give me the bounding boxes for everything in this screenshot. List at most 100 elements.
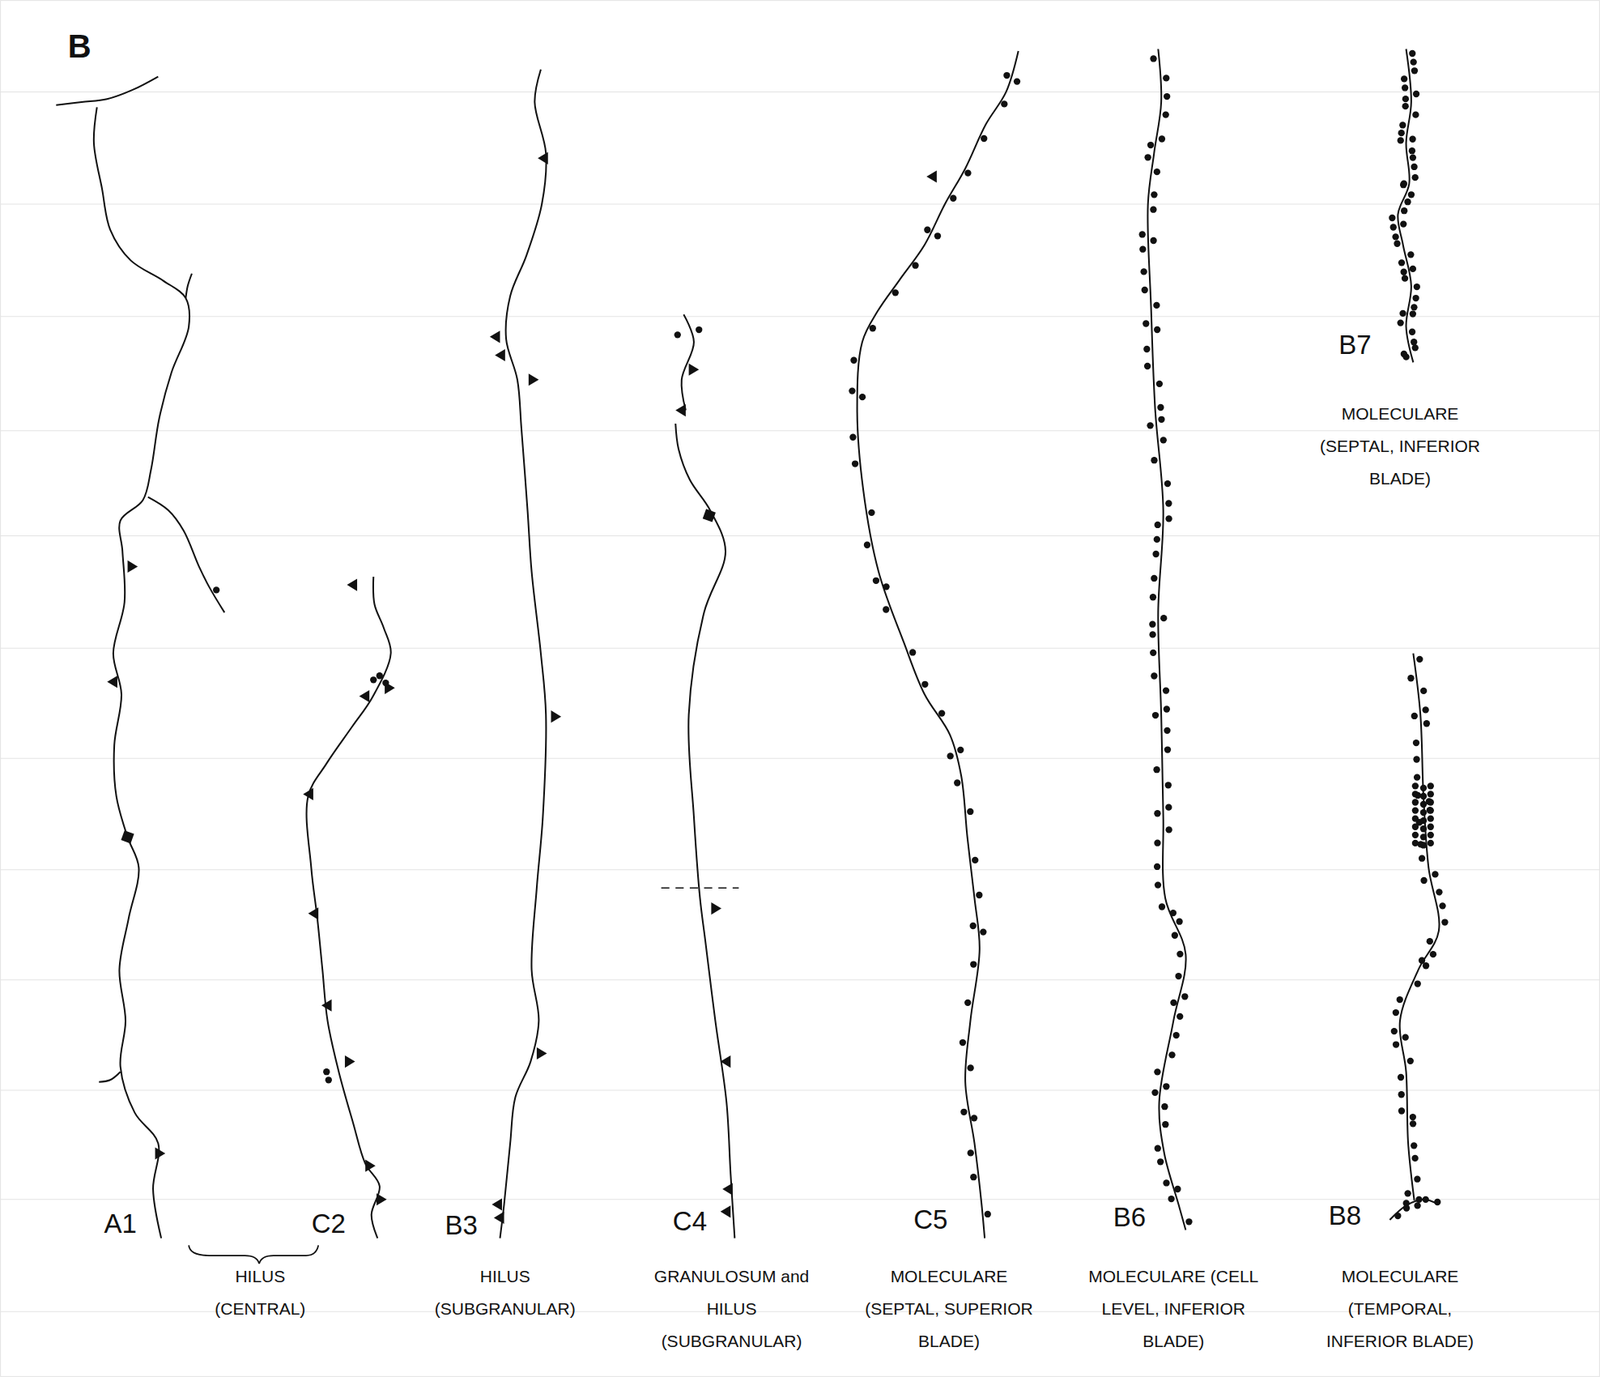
bouton-dot [1142,319,1149,327]
bouton-triangle [720,1204,732,1218]
bouton-dot [1400,350,1408,358]
bouton-dot [1153,765,1160,773]
bouton-dot [964,999,971,1006]
axon-tracing [93,106,190,1238]
bouton-dot [1413,774,1421,781]
bouton-dot [1420,800,1427,808]
bouton-dot [1170,999,1177,1006]
bouton-triangle [302,787,314,800]
bouton-dot [970,1114,978,1121]
bouton-dot [1412,823,1419,830]
bouton-dot [1000,100,1008,107]
bouton-dot [869,324,877,332]
cell-label: B3 [444,1211,477,1239]
bouton-dot [882,605,890,613]
bouton-dot [1170,909,1177,916]
bouton-dot [1163,705,1171,712]
bouton-triangle [376,1192,388,1205]
bouton-dot [1163,727,1171,734]
bouton-triangle [537,152,549,165]
bouton-dot [1390,223,1397,230]
bouton-dot [957,746,964,754]
bouton-dot [1156,380,1163,388]
background-rule [0,647,1600,649]
bouton-dot [695,326,703,333]
bouton-dot [1391,1027,1398,1035]
bouton-dot [1422,1195,1430,1203]
bouton-dot [1426,806,1434,813]
bouton-dot [1013,77,1021,85]
bouton-dot [370,676,377,683]
bouton-dot [1411,67,1418,74]
bouton-dot [323,1068,330,1075]
bouton-dot [1176,1012,1183,1020]
bouton-dot [1153,809,1161,817]
bouton-markers [106,50,1448,1226]
bouton-dot [1165,514,1172,522]
region-label: MOLECULARE (TEMPORAL, INFERIOR BLADE) [1306,1259,1494,1358]
bouton-dot [1153,1068,1161,1075]
bouton-dot [1413,283,1421,290]
bouton-dot [1153,536,1161,543]
background-rule [0,1089,1600,1090]
bouton-dot [1153,839,1161,847]
bouton-dot [1410,303,1418,311]
bouton-dot [1409,153,1417,161]
background-rule [0,535,1600,537]
bouton-dot [1149,649,1157,656]
background-rule [0,204,1600,205]
bouton-dot [1410,1141,1418,1149]
cell-label: B7 [1338,330,1371,358]
bouton-square [120,829,134,843]
bouton-dot [1165,499,1172,507]
bouton-dot [921,680,928,688]
bouton-dot [1402,1034,1409,1041]
bouton-dot [1161,1102,1168,1110]
bouton-dot [966,1063,974,1071]
bouton-dot [1157,1157,1164,1165]
bouton-triangle [528,373,540,386]
bouton-dot [1429,950,1437,958]
bouton-dot [1427,782,1435,789]
bouton-dot [1397,1073,1405,1081]
axon-tracing [1400,653,1440,1200]
bouton-dot [1398,1106,1405,1114]
bouton-dot [1399,310,1406,317]
bouton-triangle [491,1197,503,1210]
bouton-dot [966,808,974,815]
bouton-dot [970,1173,977,1180]
layer-boundary [661,887,740,890]
bouton-dot [1412,831,1419,839]
axon-tracing [681,314,694,410]
bouton-dot [1140,268,1147,275]
axon-tracing [675,423,735,1239]
bouton-dot [1396,995,1404,1003]
region-label: GRANULOSUM and HILUS (SUBGRANULAR) [652,1259,811,1358]
bouton-dot [1409,58,1417,65]
bouton-dot [1434,1198,1441,1205]
bouton-dot [1141,286,1149,294]
bouton-dot [1172,1031,1179,1039]
bouton-dot [1162,1178,1170,1186]
background-rule [0,91,1600,93]
bouton-dot [1144,153,1151,161]
bouton-dot [1154,521,1162,528]
axon-tracing [185,273,192,298]
bouton-dot [949,195,957,202]
bouton-dot [953,778,961,786]
bouton-dot [1160,614,1167,622]
axon-tracing [500,69,547,1239]
bouton-dot [1150,191,1158,198]
cell-label: C4 [672,1207,707,1235]
bouton-triangle [489,330,501,343]
bouton-dot [1164,745,1171,753]
bouton-dot [882,582,890,590]
bouton-dot [1420,784,1427,792]
bouton-dot [1148,630,1156,638]
region-label: MOLECULARE (SEPTAL, INFERIOR BLADE) [1306,397,1494,495]
bouton-dot [1398,129,1405,137]
bouton-dot [376,672,383,679]
bouton-triangle [127,560,139,573]
